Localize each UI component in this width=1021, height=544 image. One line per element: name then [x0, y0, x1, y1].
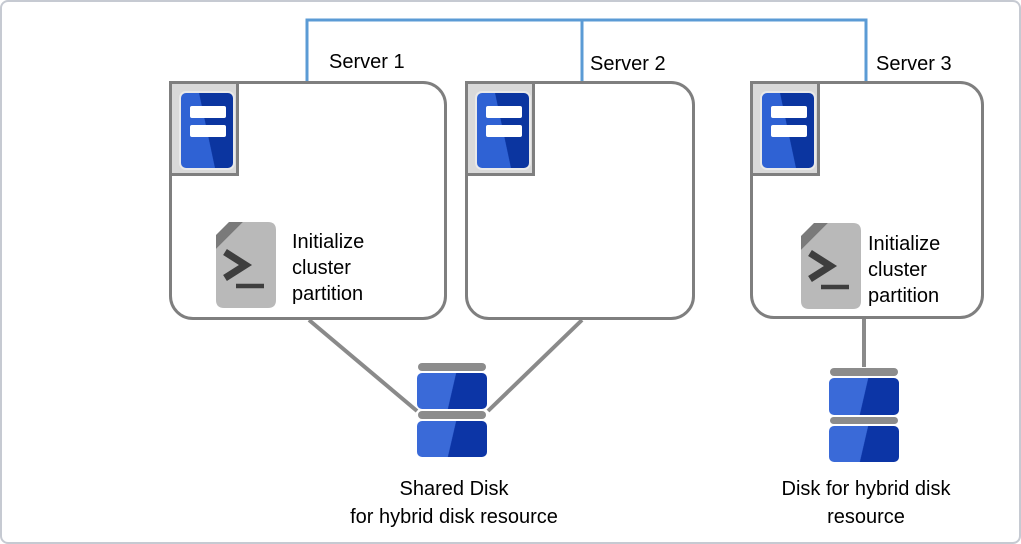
server3-label: Server 3	[876, 53, 952, 75]
shell-script-file-icon	[801, 223, 861, 309]
server3-script-label: Initialize cluster partition	[868, 231, 940, 309]
connector-server2-shared-disk	[486, 318, 584, 413]
disk-cap	[418, 363, 486, 371]
server1-script-label: Initialize cluster partition	[292, 229, 364, 307]
server-tower-icon	[475, 91, 531, 170]
script-label-line: cluster	[868, 259, 927, 281]
disk-platter	[417, 421, 487, 457]
disk-cap	[418, 411, 486, 419]
disk-platter	[829, 426, 899, 462]
server2-label: Server 2	[590, 53, 666, 75]
shell-script-file-icon	[216, 222, 276, 308]
server3-box	[750, 81, 984, 319]
server-icon	[465, 81, 535, 176]
hybrid-disk-label: Disk for hybrid disk resource	[726, 475, 1006, 531]
script-label-line: partition	[868, 285, 940, 307]
disk-cap	[830, 368, 898, 376]
server-drive-bay	[190, 106, 226, 118]
disk-label-line: resource	[827, 506, 905, 528]
disk-label-line: for hybrid disk resource	[350, 506, 558, 528]
disk-platter	[829, 378, 899, 415]
server-drive-bay	[486, 106, 522, 118]
shared-disk-label: Shared Disk for hybrid disk resource	[314, 475, 594, 531]
disk-label-line: Disk for hybrid disk	[781, 478, 951, 500]
server-tower-icon	[760, 91, 816, 170]
server1-box	[169, 81, 447, 320]
server2-box	[465, 81, 695, 320]
connector-server1-shared-disk	[307, 318, 419, 413]
server-drive-bay	[190, 125, 226, 137]
disk-cap	[830, 417, 898, 424]
server-drive-bay	[771, 125, 807, 137]
script-label-line: Initialize	[868, 233, 941, 255]
disk-label-line: Shared Disk	[399, 478, 509, 500]
script-label-line: Initialize	[292, 231, 365, 253]
server-icon	[750, 81, 820, 176]
script-label-line: partition	[292, 283, 364, 305]
server-drive-bay	[771, 106, 807, 118]
server-drive-bay	[486, 125, 522, 137]
server-icon	[169, 81, 239, 176]
server-tower-icon	[179, 91, 235, 170]
network-link-line	[305, 18, 868, 82]
server1-label: Server 1	[329, 51, 405, 73]
disk-platter	[417, 373, 487, 409]
script-label-line: cluster	[292, 257, 351, 279]
